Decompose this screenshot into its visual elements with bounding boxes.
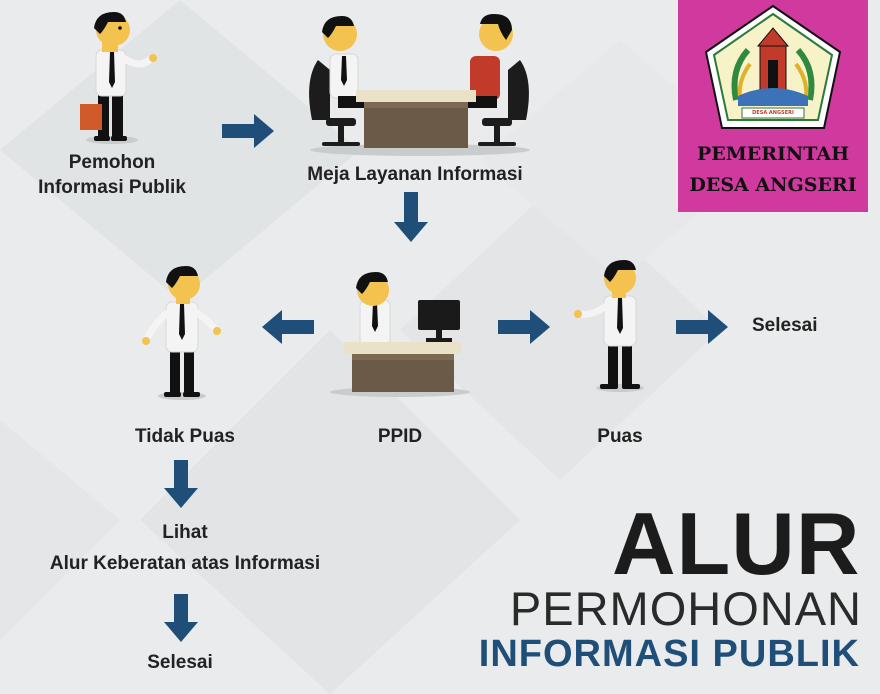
arrow-down-3 — [164, 594, 198, 642]
label-ppid: PPID — [377, 426, 423, 447]
label-meja-layanan: Meja Layanan Informasi — [307, 164, 523, 185]
arrow-right-2 — [498, 310, 550, 344]
arrow-down-1 — [394, 192, 428, 242]
label-pemohon-line2: Informasi Publik — [38, 177, 186, 198]
arrow-right-1 — [222, 114, 274, 148]
label-tidak-puas: Tidak Puas — [135, 426, 235, 447]
arrow-left-1 — [262, 310, 314, 344]
arrow-right-3 — [676, 310, 728, 344]
label-pemohon: Pemohon Informasi Publik — [22, 150, 202, 200]
label-selesai-right: Selesai — [752, 315, 818, 336]
seal-caption: DESA ANGSERI — [752, 110, 794, 116]
government-badge: DESA ANGSERI PEMERINTAH DESA ANGSERI — [678, 0, 868, 212]
badge-line-2: DESA ANGSERI — [689, 174, 857, 196]
label-puas: Puas — [597, 426, 643, 447]
title-permohonan: PERMOHONAN — [509, 582, 862, 635]
label-lihat-keberatan: Lihat Alur Keberatan atas Informasi — [5, 520, 365, 576]
village-seal-icon — [704, 4, 842, 129]
title-informasi-publik: INFORMASI PUBLIK — [478, 633, 860, 675]
label-selesai-bottom: Selesai — [147, 652, 213, 673]
title-alur: ALUR — [612, 494, 861, 593]
label-lihat-line1: Lihat — [162, 522, 208, 543]
badge-line-1: PEMERINTAH — [696, 143, 850, 165]
label-lihat-line2: Alur Keberatan atas Informasi — [49, 553, 321, 574]
label-pemohon-line1: Pemohon — [68, 152, 156, 173]
arrow-down-2 — [164, 460, 198, 508]
